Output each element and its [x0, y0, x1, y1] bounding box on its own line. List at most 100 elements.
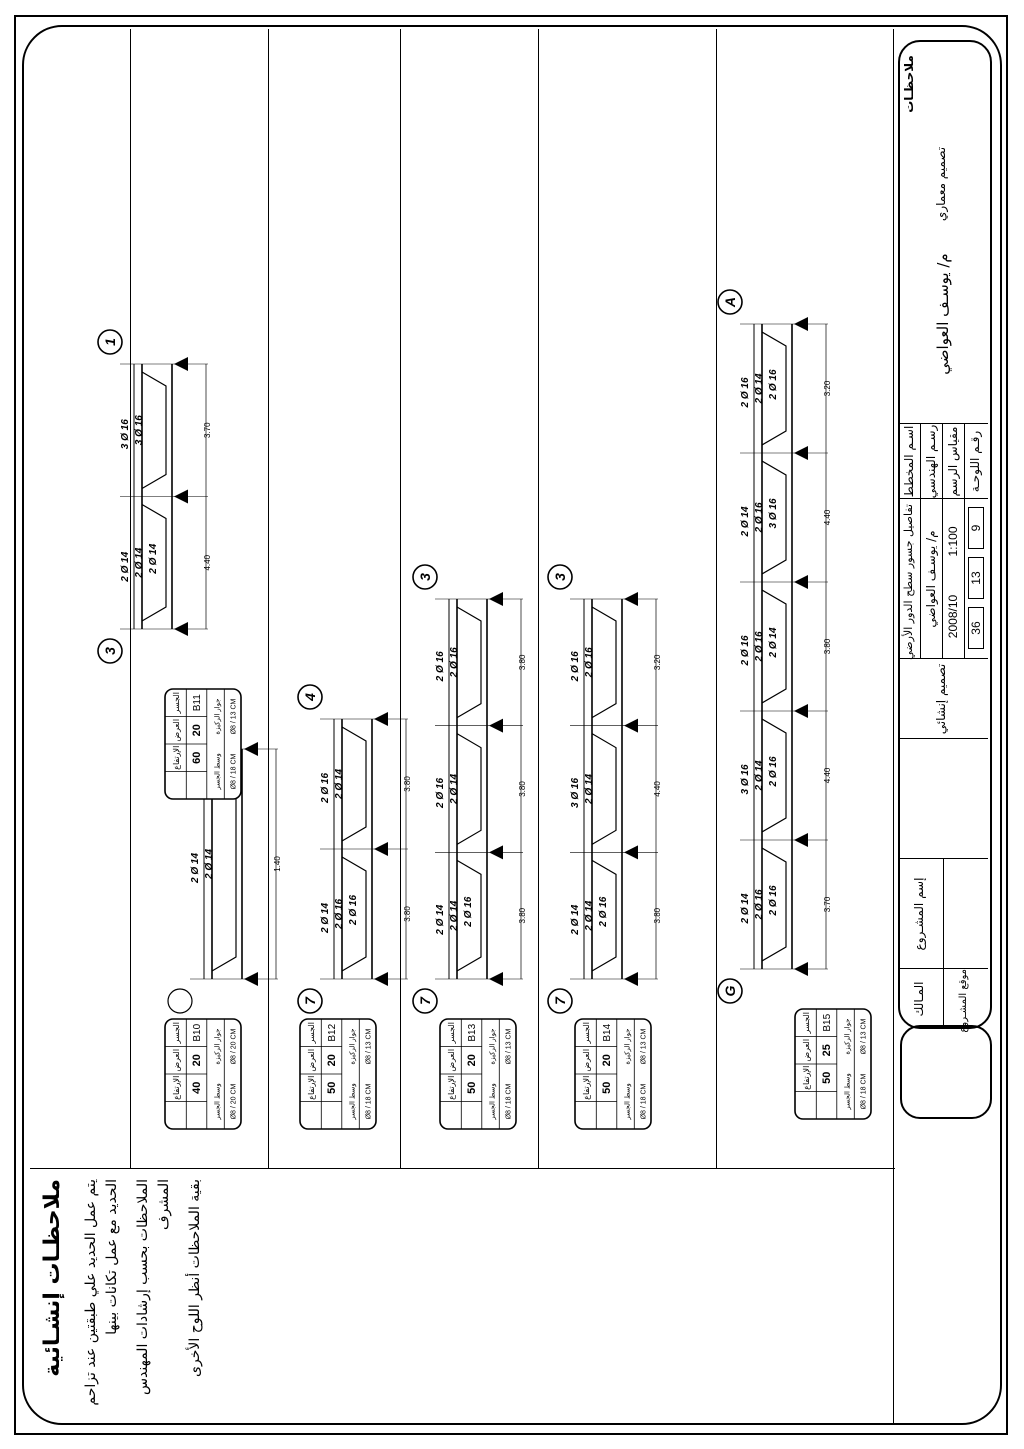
axis-label: 3	[552, 573, 568, 581]
beam-width: 20	[326, 1054, 338, 1066]
bar-label: 2 Ø 14	[570, 904, 581, 935]
span-dimension: 3.80	[823, 638, 832, 654]
span-dimension: 3.80	[518, 907, 527, 923]
axis-label: 7	[552, 996, 568, 1005]
stirrup-edge: Ø8 / 13 CM	[641, 1028, 648, 1064]
bar-label: 2 Ø 16	[320, 773, 331, 804]
table-header-name: الجسر	[172, 1022, 181, 1044]
table-header-mid: وسط الجسر	[349, 1083, 357, 1121]
bent-bar	[141, 503, 167, 622]
bar-label: 3 Ø 16	[570, 778, 581, 808]
beam-height: 50	[326, 1082, 338, 1094]
beam-height: 50	[821, 1072, 833, 1084]
bar-label: 2 Ø 14	[148, 543, 159, 574]
table-header-edge: جوار الركيزة	[349, 1028, 357, 1064]
table-header-name: الجسر	[447, 1022, 456, 1044]
bar-label: 2 Ø 14	[584, 774, 595, 805]
bar-label: 2 Ø 16	[598, 896, 609, 927]
bent-bar	[761, 331, 787, 446]
span-dimension: 1.40	[273, 856, 282, 872]
bar-label: 2 Ø 14	[754, 373, 765, 404]
beam-name: B13	[467, 1023, 478, 1041]
table-header-width: العرض	[172, 1049, 181, 1072]
bar-label: 2 Ø 14	[120, 551, 131, 582]
bar-label: 2 Ø 14	[334, 769, 345, 800]
axis-label: 3	[417, 573, 433, 581]
table-header-edge: جوار الركيزة	[489, 1028, 497, 1064]
axis-label: 3	[102, 647, 118, 655]
span-dimension: 3.80	[403, 906, 412, 922]
bar-label: 3 Ø 16	[134, 415, 145, 445]
axis-label: G	[722, 985, 738, 996]
bar-label: 2 Ø 16	[584, 647, 595, 678]
axis-label: 7	[302, 996, 318, 1005]
bar-label: 2 Ø 14	[754, 760, 765, 791]
bar-label: 2 Ø 16	[740, 377, 751, 408]
stirrup-edge: Ø8 / 13 CM	[506, 1028, 513, 1064]
bar-label: 2 Ø 16	[435, 651, 446, 682]
axis-label: 1	[102, 338, 118, 346]
table-header-mid: وسط الجسر	[489, 1083, 497, 1121]
axis-circle	[297, 684, 323, 710]
beam-height: 50	[466, 1082, 478, 1094]
bar-label: 3 Ø 16	[120, 419, 131, 449]
table-header-mid: وسط الجسر	[214, 1083, 222, 1121]
table-header-width: العرض	[307, 1049, 316, 1072]
axis-circle	[167, 988, 193, 1014]
table-header-edge: جوار الركيزة	[214, 1028, 222, 1064]
axis-label: 4	[302, 693, 318, 702]
bent-bar	[591, 606, 617, 719]
bar-label: 2 Ø 14	[320, 903, 331, 934]
axis-label: A	[722, 297, 738, 308]
table-header-mid: وسط الجسر	[844, 1073, 852, 1111]
bar-label: 2 Ø 14	[204, 849, 215, 880]
bar-label: 2 Ø 16	[463, 896, 474, 927]
bar-label: 2 Ø 14	[768, 627, 779, 658]
table-header-mid: وسط الجسر	[214, 753, 222, 791]
span-dimension: 4.40	[823, 767, 832, 783]
beam-width: 20	[191, 724, 203, 736]
bent-bar	[761, 589, 787, 704]
bar-label: 2 Ø 16	[754, 502, 765, 533]
span-dimension: 4.40	[203, 554, 212, 570]
axis-circle	[717, 289, 743, 315]
bent-bar	[591, 733, 617, 845]
span-dimension: 3.80	[518, 781, 527, 797]
table-header-height: الإرتفاع	[307, 1076, 316, 1100]
bar-label: 3 Ø 16	[768, 498, 779, 528]
stirrup-mid: Ø8 / 18 CM	[366, 1083, 373, 1119]
table-header-name: الجسر	[582, 1022, 591, 1044]
table-header-height: الإرتفاع	[447, 1076, 456, 1100]
bent-bar	[341, 726, 367, 842]
span-dimension: 3.20	[653, 654, 662, 670]
axis-circle	[297, 988, 323, 1014]
beam-name: B12	[327, 1023, 338, 1041]
stirrup-mid: Ø8 / 20 CM	[231, 1083, 238, 1119]
beam-name: B14	[602, 1023, 613, 1041]
axis-circle	[97, 638, 123, 664]
axis-circle	[547, 564, 573, 590]
stirrup-edge: Ø8 / 13 CM	[231, 698, 238, 734]
bar-label: 2 Ø 14	[435, 904, 446, 935]
bar-label: 2 Ø 14	[740, 506, 751, 537]
table-header-width: العرض	[582, 1049, 591, 1072]
beam-name: B10	[192, 1023, 203, 1041]
table-header-height: الإرتفاع	[582, 1076, 591, 1100]
bar-label: 2 Ø 16	[754, 889, 765, 920]
bar-label: 3 Ø 16	[740, 764, 751, 794]
bar-label: 2 Ø 14	[190, 853, 201, 884]
stirrup-mid: Ø8 / 18 CM	[641, 1083, 648, 1119]
span-dimension: 3.70	[823, 896, 832, 912]
bent-bar	[456, 859, 482, 972]
table-header-edge: جوار الركيزة	[844, 1018, 852, 1054]
span-dimension: 3.20	[823, 380, 832, 396]
beam-name: B15	[822, 1013, 833, 1031]
table-header-width: العرض	[802, 1039, 811, 1062]
table-header-name: الجسر	[307, 1022, 316, 1044]
axis-circle	[412, 564, 438, 590]
bar-label: 2 Ø 16	[348, 895, 359, 926]
stirrup-edge: Ø8 / 20 CM	[231, 1028, 238, 1064]
